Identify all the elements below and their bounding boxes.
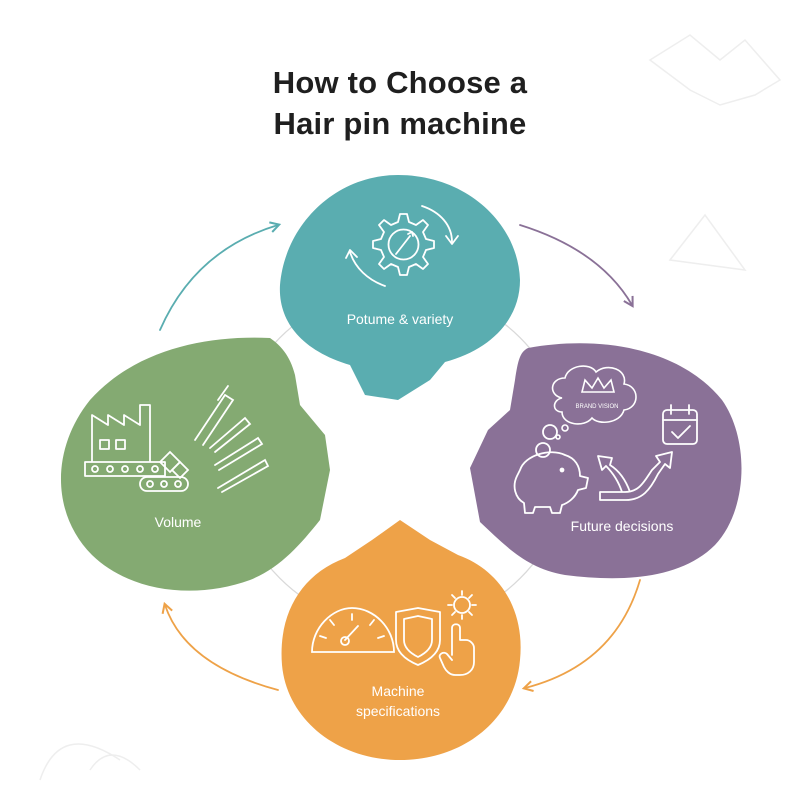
volume-blob (60, 337, 330, 591)
segment-volume: Volume (60, 337, 330, 591)
segment-potume-variety: Potume & variety (279, 175, 520, 400)
arrow-right-to-bottom (521, 579, 641, 692)
arrow-left-to-top (159, 221, 282, 331)
speedometer-icon (311, 607, 395, 653)
machine-label-line-1: Machine (372, 683, 425, 699)
potume-variety-blob (279, 175, 520, 400)
background-decoration (39, 34, 782, 781)
piggy-bank-icon (513, 424, 589, 514)
gear-cycle-icon (345, 205, 459, 287)
potume-variety-label: Potume & variety (347, 311, 454, 327)
machine-specifications-blob (281, 520, 521, 760)
arrow-top-to-right (519, 224, 634, 308)
calendar-icon (662, 404, 698, 445)
future-decisions-label: Future decisions (571, 518, 674, 534)
shield-gear-hand-icon (395, 590, 477, 676)
brand-vision-cloud-icon (551, 365, 637, 440)
brand-vision-text: BRAND VISION (575, 404, 618, 410)
machine-label-line-2: specifications (356, 703, 440, 719)
segment-machine-specifications: Machine specifications (281, 520, 521, 760)
hair-pins-icon (194, 385, 270, 493)
diagram-title: How to Choose a Hair pin machine (0, 62, 800, 144)
title-line-1: How to Choose a (272, 65, 528, 100)
segment-future-decisions: BRAND VISION Future decisions (470, 343, 742, 579)
title-line-2: Hair pin machine (273, 106, 527, 141)
branching-arrows-icon (597, 451, 673, 501)
cycle-arrows (159, 221, 641, 692)
arrow-bottom-to-left (161, 601, 279, 691)
future-decisions-blob (470, 343, 742, 579)
conveyor-icon (139, 450, 190, 492)
volume-label: Volume (155, 514, 202, 530)
factory-icon (84, 404, 166, 477)
